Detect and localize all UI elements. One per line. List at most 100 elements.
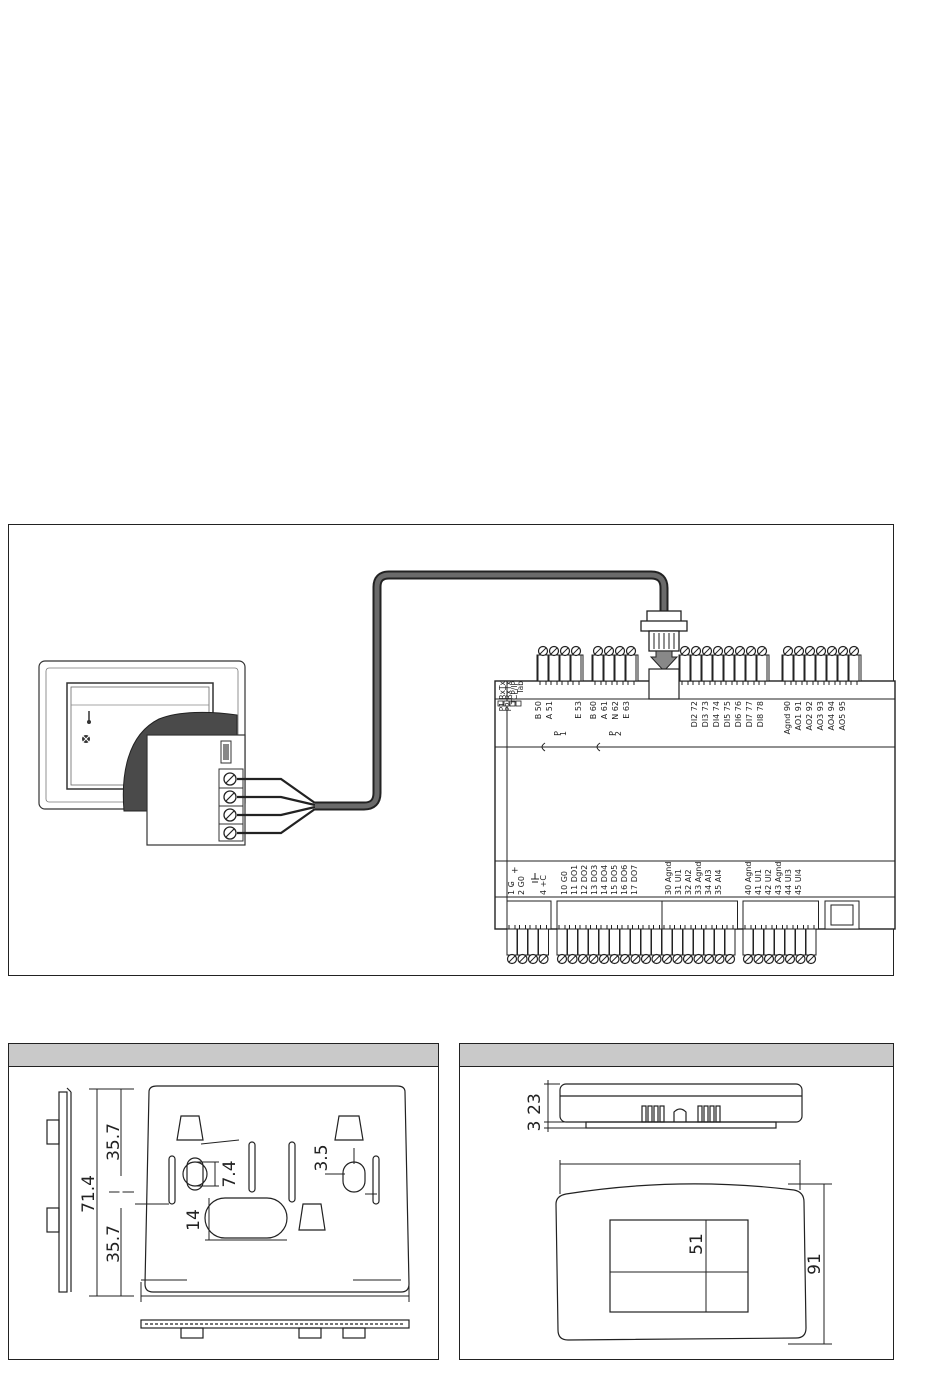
bottom-profile — [140, 1319, 410, 1339]
terminal-body — [527, 928, 539, 956]
housing-side-view — [559, 1083, 803, 1129]
rj-plug — [640, 610, 688, 672]
side-profile — [46, 1087, 72, 1293]
housing-drawing: 23 3 51 91 — [525, 1080, 832, 1345]
terminal-body — [630, 928, 641, 956]
terminal-screw-slot — [755, 955, 762, 963]
terminal-screw-slot — [579, 955, 587, 963]
terminal-body — [742, 928, 754, 956]
terminal-body — [651, 928, 662, 956]
terminal-screw-slot — [839, 647, 847, 655]
dip-box — [515, 700, 522, 707]
terminal-body — [734, 654, 746, 682]
terminal-screw-slot — [572, 647, 580, 655]
terminal-body — [588, 928, 599, 956]
depth-total-label: 23 — [525, 1093, 545, 1115]
port-label: TCP/IP — [510, 681, 519, 706]
terminal-screw-slot — [705, 955, 713, 963]
terminal-label: 44 UI3 — [784, 869, 793, 895]
display-height-label: 51 — [687, 1233, 707, 1255]
terminal-label: 41 UI1 — [754, 869, 763, 895]
terminal-body — [640, 928, 652, 956]
terminal-label: AO5 95 — [838, 701, 847, 730]
terminal-screw-slot — [642, 955, 650, 963]
fan-icon — [81, 734, 91, 744]
dip-box — [497, 700, 504, 707]
terminal-label: 10 G0 — [560, 871, 569, 895]
terminal-screw-slot — [784, 647, 792, 655]
terminal-screw-slot — [621, 955, 629, 963]
terminal-screw-slot — [540, 955, 547, 963]
terminal-block — [146, 734, 246, 846]
terminal-label: 33 Agnd — [694, 862, 703, 895]
dip-box — [503, 700, 510, 707]
terminal-screw-slot — [529, 955, 537, 963]
plate-front — [144, 1085, 410, 1293]
terminal-label: 13 DO3 — [590, 865, 599, 895]
terminal-screw-slot — [550, 647, 558, 655]
terminal-screw-slot — [561, 647, 569, 655]
port-label: P2 RxTx — [504, 680, 513, 711]
terminal-body — [714, 928, 725, 956]
terminal-screw-slot — [632, 955, 639, 963]
terminal-body — [625, 654, 637, 682]
terminal-body — [577, 928, 589, 956]
terminal-screw-slot — [850, 647, 858, 655]
terminal-screw-slot — [627, 647, 635, 655]
back-plate-panel: 71.4 35.7 35.7 7.4 3.5 14 — [8, 1043, 439, 1360]
slot-height-label: 14 — [184, 1209, 204, 1231]
terminal-label: B 60 — [589, 701, 598, 719]
terminal-screw-slot — [786, 955, 794, 963]
terminal-body — [538, 928, 549, 956]
terminal-body — [609, 928, 620, 956]
terminal-label: E 53 — [574, 701, 583, 719]
terminal-body — [548, 654, 560, 682]
terminal-screw-slot — [765, 955, 773, 963]
controller — [494, 680, 896, 930]
brace — [596, 742, 601, 752]
terminal-label: 42 UI2 — [764, 869, 773, 895]
terminal-screw-slot — [508, 955, 516, 963]
terminal-body — [703, 928, 715, 956]
terminal-screw-slot — [725, 647, 733, 655]
terminal-body — [795, 928, 806, 956]
terminal-body — [774, 928, 785, 956]
terminal-body — [537, 654, 549, 682]
terminal-screw-slot — [684, 955, 692, 963]
terminal-label: AO4 94 — [827, 701, 836, 730]
terminal-label: AO2 92 — [805, 701, 814, 730]
bus-label: P — [608, 731, 617, 736]
terminal-screw-slot — [806, 647, 814, 655]
terminal-label: DI7 77 — [745, 701, 754, 727]
terminal-screw-slot — [692, 647, 700, 655]
terminal-label: DI8 78 — [756, 701, 765, 727]
brace — [541, 742, 546, 752]
terminal-screw-slot — [539, 647, 547, 655]
height-top-label: 35.7 — [104, 1123, 124, 1161]
terminal-body — [805, 928, 817, 956]
terminal-label: Agnd 90 — [783, 701, 792, 734]
terminal-label: A 61 — [600, 701, 609, 719]
terminal-screw-slot — [758, 647, 766, 655]
terminal-screw-slot — [674, 955, 681, 963]
terminal-body — [682, 928, 694, 956]
rj-socket — [648, 668, 680, 700]
service-port-inner — [830, 904, 854, 926]
terminal-body — [517, 928, 528, 956]
terminal-screw-slot — [703, 647, 711, 655]
terminal-label: 17 DO7 — [630, 865, 639, 895]
housing-front-view — [555, 1183, 807, 1341]
terminal-label: 32 AI2 — [684, 869, 693, 895]
bus-label: P — [553, 731, 562, 736]
terminal-body — [804, 654, 816, 682]
terminal-label: DI6 76 — [734, 701, 743, 727]
terminal-screw-slot — [795, 647, 803, 655]
terminal-screw-slot — [519, 955, 526, 963]
terminal-label: E 63 — [622, 701, 631, 719]
hole-height-label: 7.4 — [220, 1160, 240, 1187]
terminal-body — [567, 928, 578, 956]
thermometer-icon — [87, 711, 91, 724]
terminal-body — [763, 928, 775, 956]
terminal-screw-slot — [776, 955, 783, 963]
